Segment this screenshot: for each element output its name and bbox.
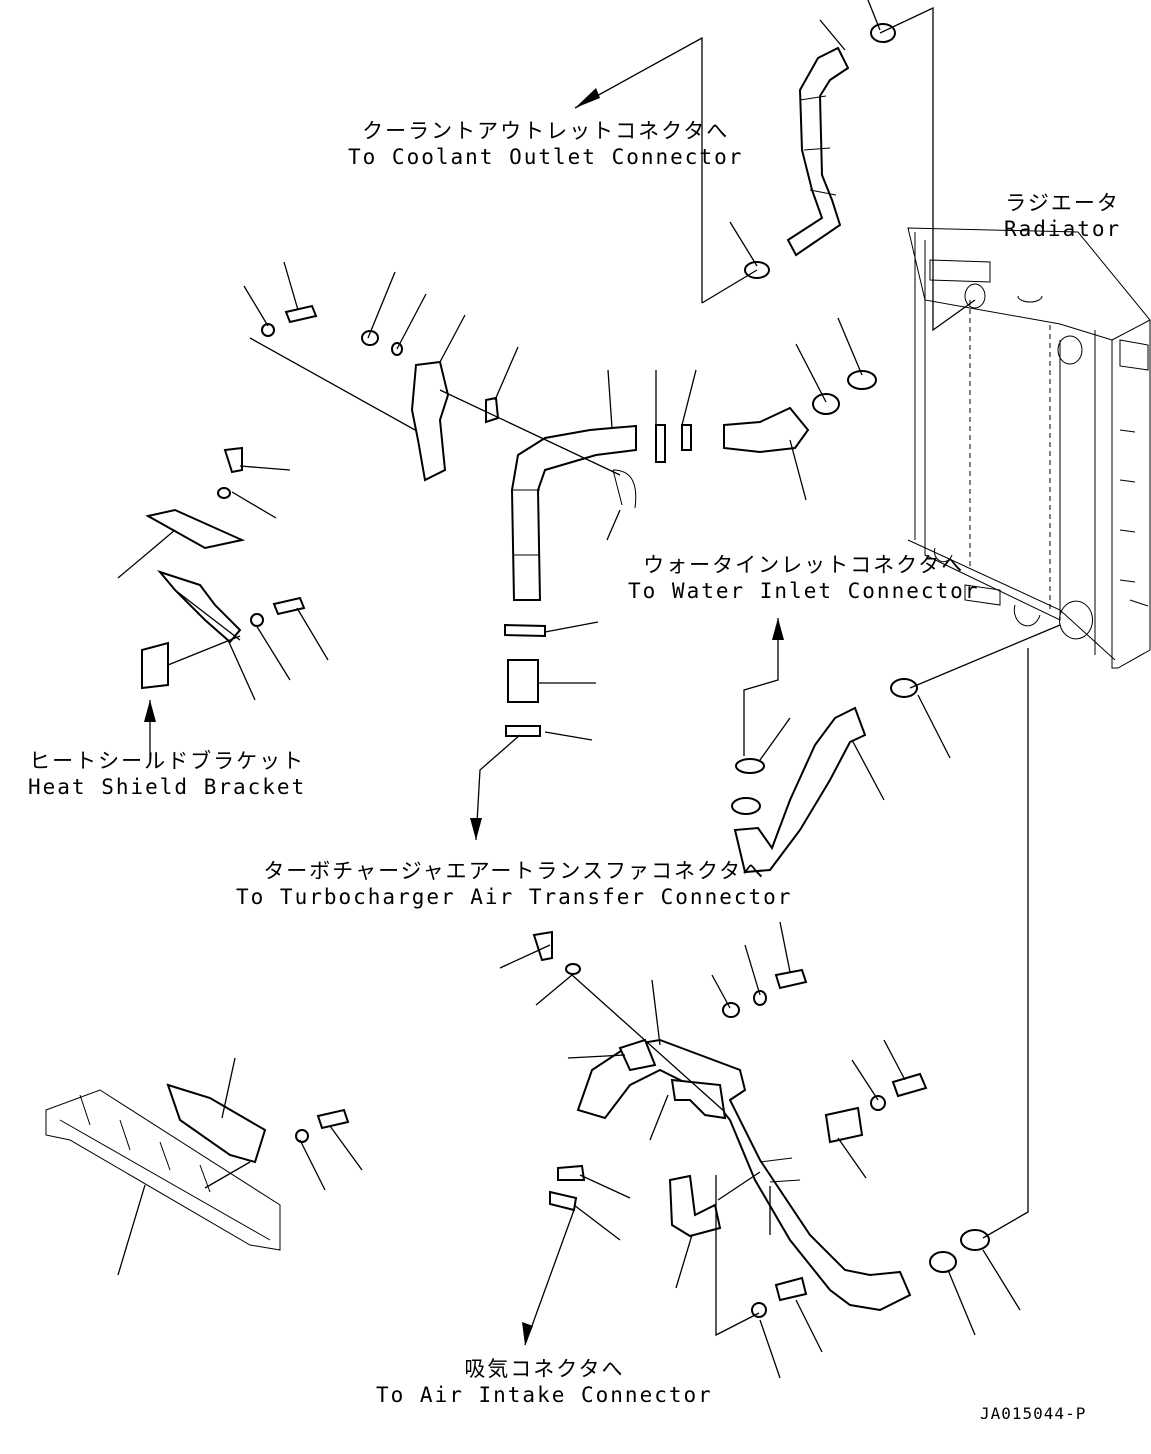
coolant-outlet-label: クーラントアウトレットコネクタへ To Coolant Outlet Conne… — [348, 118, 743, 170]
air-intake-jp: 吸気コネクタへ — [464, 1357, 625, 1381]
water-inlet-en: To Water Inlet Connector — [628, 579, 980, 603]
water-inlet-label: ウォータインレットコネクタへ To Water Inlet Connector — [628, 552, 979, 604]
air-intake-label: 吸気コネクタへ To Air Intake Connector — [376, 1356, 713, 1408]
air-intake-en: To Air Intake Connector — [376, 1383, 713, 1407]
lower-hose — [532, 930, 990, 1318]
heat-shield-group — [141, 446, 306, 690]
turbo-en: To Turbocharger Air Transfer Connector — [236, 885, 793, 909]
heat-shield-label: ヒートシールドブラケット Heat Shield Bracket — [28, 748, 306, 800]
radiator-jp: ラジエータ — [1005, 191, 1120, 215]
water-inlet-hose — [731, 678, 918, 874]
center-elbow-hose — [510, 424, 692, 601]
turbo-label: ターボチャージャエアートランスファコネクタへ To Turbocharger A… — [236, 858, 792, 910]
lower-frame — [45, 1083, 350, 1251]
arrowheads — [144, 88, 784, 1345]
upper-hose — [744, 23, 896, 279]
coolant-outlet-en: To Coolant Outlet Connector — [348, 145, 744, 169]
center-stack — [504, 623, 546, 737]
leader-lines — [117, 0, 1061, 1379]
heat-shield-jp: ヒートシールドブラケット — [29, 749, 306, 773]
radiator-label: ラジエータ Radiator — [1004, 190, 1121, 242]
radiator-en: Radiator — [1004, 217, 1122, 241]
drawing-code: JA015044-P — [980, 1404, 1087, 1423]
heat-shield-en: Heat Shield Bracket — [28, 775, 307, 799]
radiator — [907, 227, 1151, 669]
turbo-jp: ターボチャージャエアートランスファコネクタへ — [263, 859, 766, 883]
right-small-hose — [723, 370, 877, 454]
coolant-outlet-jp: クーラントアウトレットコネクタへ — [362, 119, 730, 143]
water-inlet-jp: ウォータインレットコネクタへ — [643, 553, 965, 577]
upper-bracket — [261, 304, 500, 482]
